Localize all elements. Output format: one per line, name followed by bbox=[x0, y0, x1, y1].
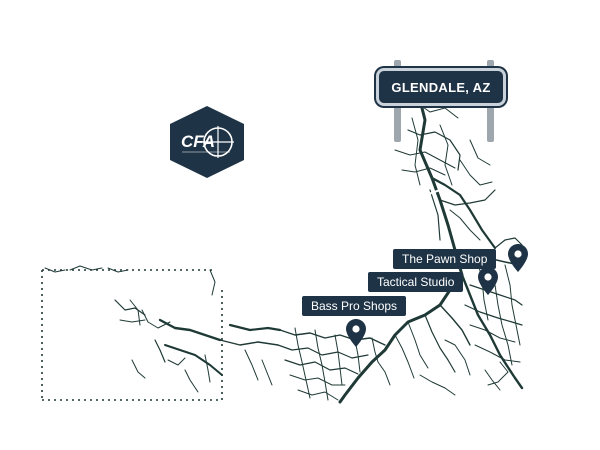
map-pin-icon[interactable] bbox=[478, 267, 498, 295]
place-label-bass-pro-shops[interactable]: Bass Pro Shops bbox=[302, 296, 407, 316]
place-label-pawn-shop[interactable]: The Pawn Shop bbox=[393, 249, 497, 269]
city-name-sign: GLENDALE, AZ bbox=[376, 68, 506, 106]
map-pin-icon[interactable] bbox=[508, 244, 528, 272]
map-pin-icon[interactable] bbox=[346, 319, 366, 347]
cfa-shield-logo-icon: CFA bbox=[168, 106, 246, 178]
city-name: GLENDALE, AZ bbox=[391, 79, 491, 95]
svg-text:CFA: CFA bbox=[181, 132, 215, 151]
place-label-tactical-studio[interactable]: Tactical Studio bbox=[368, 272, 464, 292]
